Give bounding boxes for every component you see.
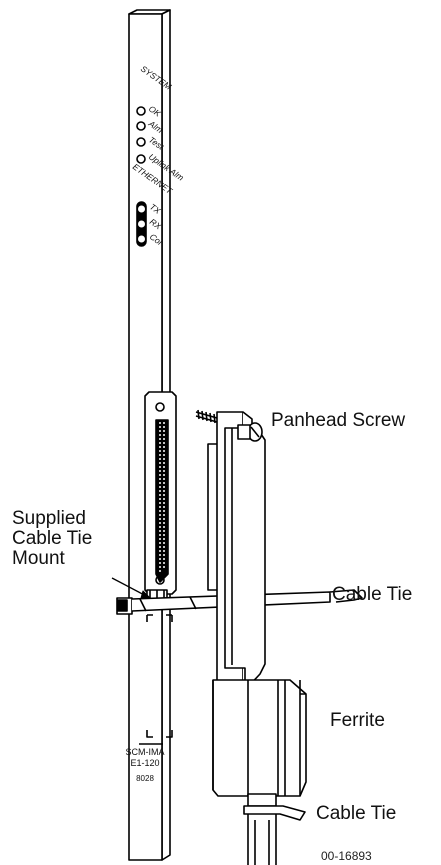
led-test [136,137,146,147]
ethernet-led-group [136,201,147,247]
led-rx [138,220,145,228]
callout-panhead-screw: Panhead Screw [271,410,406,431]
led-uplink-alm [136,154,146,164]
card-model-sub: E1-120 [130,758,159,768]
cable-connector-body [207,411,266,709]
callout-supplied-mount: Supplied Cable Tie Mount [12,509,92,569]
cable [247,814,277,865]
led-col [138,235,145,243]
led-tx [138,205,145,213]
system-led-group [136,106,146,164]
callout-supplied-line-3: Mount [12,548,65,569]
callout-cable-tie-lower: Cable Tie [316,803,397,824]
card-part-number: 8028 [136,774,154,783]
callout-supplied-line-2: Cable Tie [12,528,93,549]
ferrite [212,679,307,797]
callout-supplied-line-1: Supplied [12,508,86,529]
cable-tie-lower [243,793,306,821]
callout-ferrite: Ferrite [330,710,385,731]
card-model: SCM-IMA [126,747,165,757]
led-alm [136,121,146,131]
card-connector [144,391,177,595]
led-ok [136,106,146,116]
callout-cable-tie-upper: Cable Tie [332,584,413,605]
figure-id: 00-16893 [321,849,372,863]
panhead-screw [195,409,263,442]
